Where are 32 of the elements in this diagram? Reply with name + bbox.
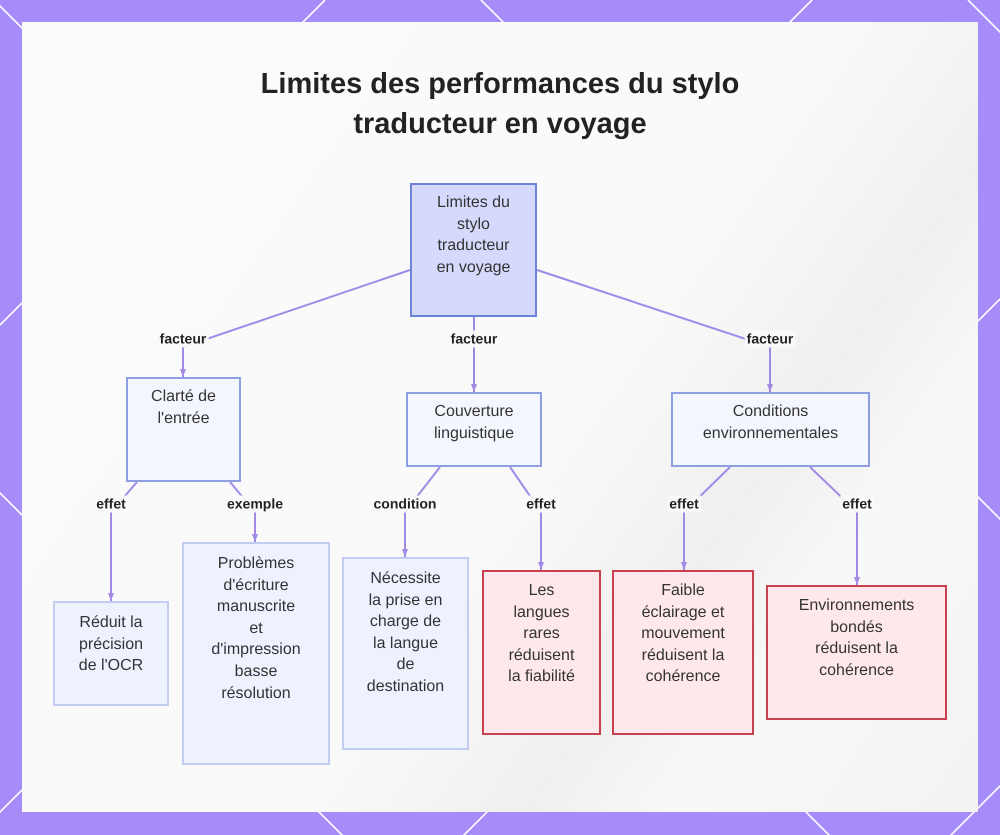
node-text: Couverture linguistique: [432, 402, 516, 444]
edge-label: facteur: [158, 330, 208, 348]
node-text: Limites du stylo traducteur en voyage: [436, 193, 511, 278]
edge-label: facteur: [744, 330, 796, 348]
detail-box: [182, 542, 330, 765]
factor-box: [126, 377, 241, 482]
node-text: Les langues rares réduisent la fiabilité: [507, 581, 576, 688]
node-text: Nécessite la prise en charge de la langue de destination: [366, 569, 446, 697]
effect-box: [482, 570, 601, 735]
edge-label: effet: [667, 496, 701, 512]
node-text: Conditions environnementales: [702, 402, 840, 444]
factor-box: [671, 392, 870, 467]
connector: [536, 269, 773, 392]
node-text: Environnements bondés réduisent la cohérence: [798, 596, 916, 681]
edge-label: condition: [372, 496, 438, 512]
diagram-title: Limites des performances du stylo traducteur en voyage: [260, 67, 740, 142]
detail-box: [53, 601, 169, 706]
factor-box: [406, 392, 542, 467]
node-text: Problèmes d'écriture manuscrite et d'impression basse résolution: [210, 554, 302, 704]
node-text: Faible éclairage et mouvement réduisent la cohérence: [640, 581, 726, 688]
topic-box: [410, 183, 537, 317]
edge-label: effet: [524, 496, 558, 512]
connector: [180, 269, 410, 377]
node-text: Clarté de l'entrée: [150, 387, 217, 429]
edge-label: facteur: [448, 330, 500, 348]
edge-label: effet: [94, 496, 128, 512]
edge-label: exemple: [224, 496, 286, 512]
node-text: Réduit la précision de l'OCR: [78, 613, 144, 676]
edge-label: effet: [840, 496, 874, 512]
effect-box: [766, 585, 947, 720]
detail-box: [342, 557, 469, 750]
effect-box: [612, 570, 754, 735]
